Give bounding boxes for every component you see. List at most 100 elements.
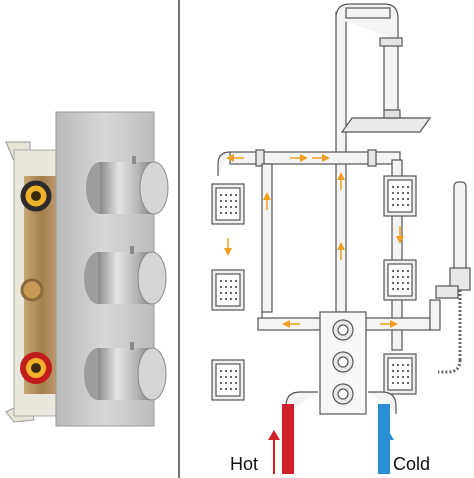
hot-supply-pipe xyxy=(282,404,294,474)
jet-nozzle-dot xyxy=(229,387,233,391)
body-jet-left-3 xyxy=(211,359,245,401)
jet-nozzle-dot xyxy=(401,381,405,385)
rain-shower-head xyxy=(340,117,432,133)
jet-nozzle-dot xyxy=(396,369,400,373)
port-middle xyxy=(20,278,44,302)
jet-nozzle-dot xyxy=(406,375,410,379)
jet-nozzle-dot xyxy=(219,199,223,203)
jet-nozzle-dot xyxy=(396,191,400,195)
body-jet-right-2 xyxy=(383,259,417,301)
jet-nozzle-dot xyxy=(234,193,238,197)
jet-nozzle-dot xyxy=(229,205,233,209)
jet-nozzle-dot xyxy=(234,297,238,301)
jet-nozzle-dot xyxy=(401,191,405,195)
jet-nozzle-dot xyxy=(234,199,238,203)
jet-nozzle-dot xyxy=(219,291,223,295)
body-jet-right-1 xyxy=(383,175,417,217)
jet-nozzle-dot xyxy=(219,193,223,197)
jet-nozzle-dot xyxy=(219,205,223,209)
jet-nozzle-dot xyxy=(391,287,395,291)
jet-nozzle-dot xyxy=(229,199,233,203)
jet-nozzle-dot xyxy=(401,275,405,279)
jet-nozzle-dot xyxy=(406,281,410,285)
jet-nozzle-dot xyxy=(224,369,228,373)
jet-nozzle-dot xyxy=(401,269,405,273)
jet-nozzle-dot xyxy=(224,285,228,289)
jet-nozzle-dot xyxy=(229,369,233,373)
jet-nozzle-dot xyxy=(219,211,223,215)
jet-nozzle-dot xyxy=(406,275,410,279)
jet-nozzle-dot xyxy=(396,363,400,367)
cold-label: Cold xyxy=(393,454,431,474)
jet-nozzle-dot xyxy=(391,185,395,189)
jet-nozzle-dot xyxy=(396,381,400,385)
jet-nozzle-dot xyxy=(224,193,228,197)
hot-label: Hot xyxy=(230,454,259,474)
jet-nozzle-dot xyxy=(224,297,228,301)
jet-nozzle-dot xyxy=(234,387,238,391)
jet-nozzle-dot xyxy=(234,205,238,209)
jet-nozzle-dot xyxy=(396,287,400,291)
jet-nozzle-dot xyxy=(229,381,233,385)
jet-nozzle-dot xyxy=(406,381,410,385)
jet-nozzle-dot xyxy=(229,297,233,301)
jet-nozzle-dot xyxy=(406,191,410,195)
jet-nozzle-dot xyxy=(401,375,405,379)
knob-top xyxy=(86,156,169,215)
jet-nozzle-dot xyxy=(229,291,233,295)
thermostatic-valve-photo xyxy=(5,111,169,427)
jet-nozzle-dot xyxy=(219,387,223,391)
jet-nozzle-dot xyxy=(224,387,228,391)
jet-nozzle-dot xyxy=(219,375,223,379)
jet-nozzle-dot xyxy=(219,285,223,289)
jet-nozzle-dot xyxy=(391,203,395,207)
jet-nozzle-dot xyxy=(401,287,405,291)
jet-nozzle-dot xyxy=(406,369,410,373)
jet-nozzle-dot xyxy=(396,275,400,279)
jet-nozzle-dot xyxy=(406,269,410,273)
jet-nozzle-dot xyxy=(234,291,238,295)
jet-nozzle-dot xyxy=(401,203,405,207)
jet-nozzle-dot xyxy=(234,285,238,289)
body-jet-left-2 xyxy=(211,269,245,311)
jet-nozzle-dot xyxy=(401,185,405,189)
jet-nozzle-dot xyxy=(401,281,405,285)
jet-nozzle-dot xyxy=(224,211,228,215)
jet-nozzle-dot xyxy=(391,275,395,279)
hand-shower xyxy=(435,181,471,374)
body-jet-left-1 xyxy=(211,183,245,225)
hand-shower-hose-pipe xyxy=(429,299,441,331)
rain-arm xyxy=(383,39,399,111)
jet-nozzle-dot xyxy=(391,197,395,201)
jet-nozzle-dot xyxy=(396,203,400,207)
jet-nozzle-dot xyxy=(224,199,228,203)
jet-nozzle-dot xyxy=(219,297,223,301)
jet-nozzle-dot xyxy=(406,197,410,201)
knob-bottom xyxy=(84,342,167,401)
body-jet-right-3 xyxy=(383,353,417,395)
jet-nozzle-dot xyxy=(234,279,238,283)
jet-nozzle-dot xyxy=(391,369,395,373)
jet-nozzle-dot xyxy=(224,205,228,209)
jet-nozzle-dot xyxy=(229,285,233,289)
jet-nozzle-dot xyxy=(224,279,228,283)
jet-nozzle-dot xyxy=(224,381,228,385)
jet-nozzle-dot xyxy=(406,203,410,207)
jet-nozzle-dot xyxy=(229,193,233,197)
jet-nozzle-dot xyxy=(229,279,233,283)
jet-nozzle-dot xyxy=(234,381,238,385)
jet-nozzle-dot xyxy=(396,185,400,189)
arrow-up-icon xyxy=(382,430,394,474)
jet-nozzle-dot xyxy=(229,211,233,215)
jet-nozzle-dot xyxy=(219,279,223,283)
valve-knobs-diagram xyxy=(332,319,354,405)
jet-nozzle-dot xyxy=(406,363,410,367)
jet-nozzle-dot xyxy=(406,287,410,291)
jet-nozzle-dot xyxy=(391,281,395,285)
jet-nozzle-dot xyxy=(396,281,400,285)
left-drop-pipe xyxy=(261,163,273,313)
jet-nozzle-dot xyxy=(396,197,400,201)
jet-nozzle-dot xyxy=(219,381,223,385)
jet-nozzle-dot xyxy=(391,191,395,195)
